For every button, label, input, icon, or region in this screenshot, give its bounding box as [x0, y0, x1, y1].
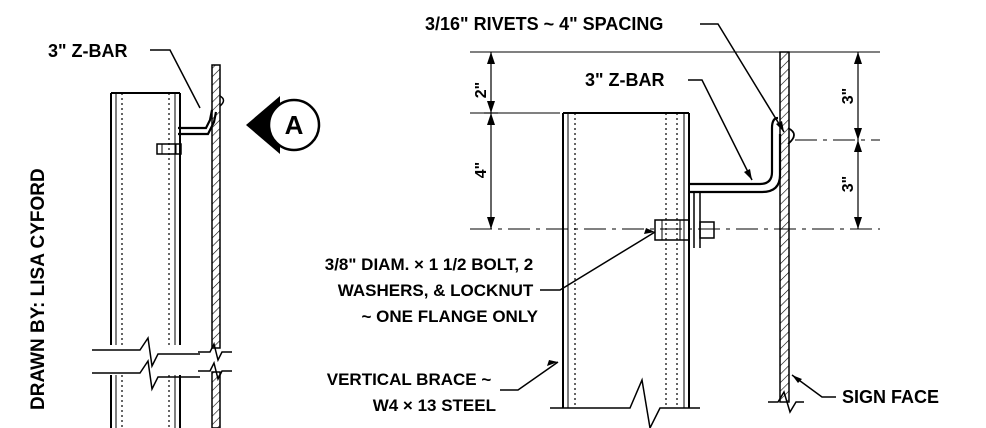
left-break-line-bottom — [92, 358, 200, 392]
brace-label-line-2: W4 × 13 STEEL — [373, 396, 496, 415]
brace-label-line-1: VERTICAL BRACE ~ — [327, 370, 492, 389]
section-marker: A — [246, 96, 321, 154]
sign-face-leader — [791, 374, 836, 398]
left-zbar-leader — [150, 49, 201, 109]
left-sign-face — [211, 64, 221, 349]
right-zbar-label: 3" Z-BAR — [585, 70, 665, 90]
dim-arrowheads — [487, 52, 862, 383]
rivets-label: 3/16" RIVETS ~ 4" SPACING — [425, 14, 663, 34]
brace-label: VERTICAL BRACE ~ W4 × 13 STEEL — [327, 370, 496, 415]
rivets-leader — [700, 23, 785, 133]
bolt-label: 3/8" DIAM. × 1 1/2 BOLT, 2 WASHERS, & LO… — [325, 255, 539, 326]
right-z-bar — [689, 116, 779, 186]
bolt-label-line-2: WASHERS, & LOCKNUT — [338, 281, 534, 300]
right-bolt-head — [654, 219, 690, 241]
dim-right-bottom: 3" — [840, 176, 857, 192]
bolt-leader — [540, 231, 656, 291]
right-sign-face — [779, 51, 790, 403]
bolt-label-line-1: 3/8" DIAM. × 1 1/2 BOLT, 2 — [325, 255, 534, 274]
left-break-line-top — [92, 335, 200, 369]
section-marker-arrow — [246, 96, 280, 154]
right-zbar-leader — [688, 79, 753, 181]
brace-leader — [500, 361, 559, 391]
left-zbar-label: 3" Z-BAR — [48, 41, 128, 61]
left-rivet — [219, 95, 225, 107]
bolt-label-line-3: ~ ONE FLANGE ONLY — [362, 307, 539, 326]
right-rivet — [787, 127, 795, 145]
sign-face-label: SIGN FACE — [842, 387, 939, 407]
right-bolt-nut — [699, 221, 715, 239]
section-marker-label: A — [285, 110, 304, 140]
dim-left-top: 2" — [473, 82, 490, 98]
left-z-bar — [178, 109, 214, 130]
dim-right-top: 3" — [840, 88, 857, 104]
left-view — [92, 49, 232, 428]
left-bolt — [156, 143, 182, 155]
dim-left-bottom: 4" — [473, 162, 490, 178]
drawn-by-label: DRAWN BY: LISA CYFORD — [28, 168, 49, 410]
right-view — [470, 23, 880, 428]
right-break-line — [550, 377, 700, 428]
section-marker-circle — [267, 98, 321, 152]
